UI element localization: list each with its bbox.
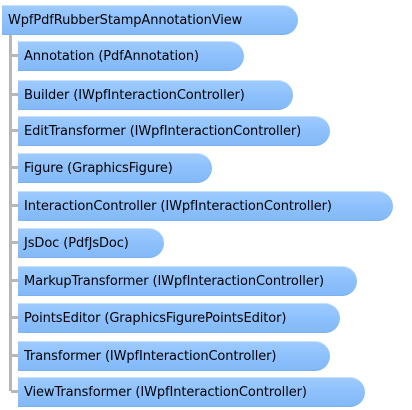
tree-trunk-connector xyxy=(9,35,12,391)
member-node-jsdoc: JsDoc (PdfJsDoc) xyxy=(18,228,164,258)
branch-connector xyxy=(11,204,19,207)
root-class-node: WpfPdfRubberStampAnnotationView xyxy=(2,5,298,35)
member-node-annotation: Annotation (PdfAnnotation) xyxy=(18,41,244,71)
branch-connector xyxy=(11,54,19,57)
member-node-markup-transformer: MarkupTransformer (IWpfInteractionContro… xyxy=(18,266,357,296)
branch-connector xyxy=(11,241,19,244)
branch-connector xyxy=(11,279,19,282)
branch-connector xyxy=(11,129,19,132)
branch-connector xyxy=(11,93,19,96)
branch-connector xyxy=(11,354,19,357)
member-node-view-transformer: ViewTransformer (IWpfInteractionControll… xyxy=(18,377,365,407)
member-node-figure: Figure (GraphicsFigure) xyxy=(18,153,212,183)
branch-connector xyxy=(11,316,19,319)
member-node-points-editor: PointsEditor (GraphicsFigurePointsEditor… xyxy=(18,303,340,333)
member-node-builder: Builder (IWpfInteractionController) xyxy=(18,80,293,110)
member-node-interaction-controller: InteractionController (IWpfInteractionCo… xyxy=(18,191,393,221)
member-node-edit-transformer: EditTransformer (IWpfInteractionControll… xyxy=(18,116,330,146)
branch-connector xyxy=(11,390,19,393)
branch-connector xyxy=(11,166,19,169)
member-node-transformer: Transformer (IWpfInteractionController) xyxy=(18,341,330,371)
